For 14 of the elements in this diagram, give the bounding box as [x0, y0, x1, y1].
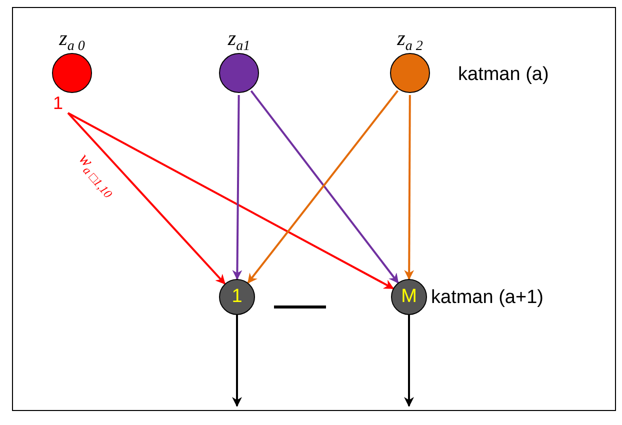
arrow — [232, 94, 242, 280]
arrow — [68, 112, 394, 290]
bias-label: 1 — [53, 94, 64, 112]
layer-label: katman (a) — [458, 64, 549, 86]
arrow — [67, 112, 226, 284]
arrow — [404, 315, 414, 407]
arrow — [232, 315, 242, 407]
neuron-circle: 1 — [219, 279, 255, 315]
neuron-label: z$_{a 2}$ — [397, 25, 423, 53]
neuron-label: z$_{a1}$ — [228, 25, 250, 53]
neuron-label: z$_{a 0}$ — [59, 25, 85, 53]
neuron-circle: M — [391, 279, 427, 315]
arrow — [404, 95, 414, 280]
layer-label: katman (a+1) — [431, 287, 544, 309]
